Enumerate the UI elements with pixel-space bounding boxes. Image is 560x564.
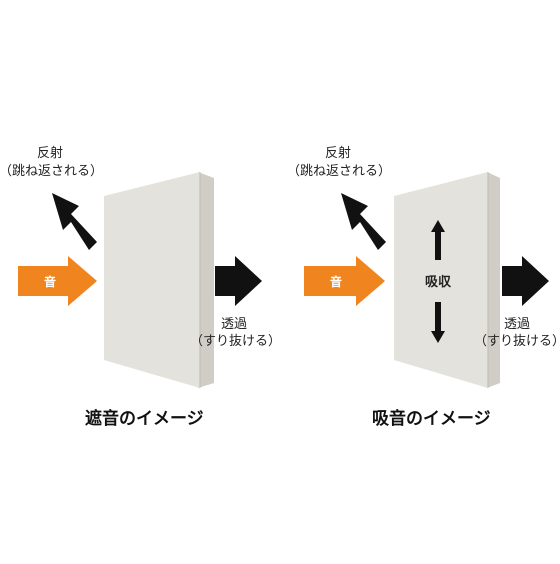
reflect-label-line2: （跳ね返される） bbox=[0, 164, 104, 179]
incident-arrow-left bbox=[18, 256, 97, 306]
panel-front bbox=[104, 172, 200, 388]
incident-arrow-right bbox=[304, 256, 385, 306]
absorb-label: 吸収 bbox=[425, 275, 452, 290]
reflect-label-line2: （跳ね返される） bbox=[287, 164, 392, 179]
transmit-label-line2: （すり抜ける） bbox=[474, 334, 560, 349]
reflect-arrow-left bbox=[52, 193, 97, 250]
reflect-arrow-right bbox=[341, 193, 386, 250]
reflect-label-line1: 反射 bbox=[325, 146, 352, 161]
sound-absorption-panel bbox=[394, 172, 500, 388]
panel-front bbox=[394, 172, 488, 388]
transmit-arrow-right bbox=[502, 256, 549, 306]
sound-absorption-caption: 吸音のイメージ bbox=[372, 409, 491, 429]
reflect-label-line1: 反射 bbox=[37, 146, 64, 161]
transmit-arrow-left bbox=[215, 256, 262, 306]
sound-insulation-caption: 遮音のイメージ bbox=[85, 409, 204, 429]
sound-insulation-panel bbox=[104, 172, 214, 388]
transmit-label-line1: 透過 bbox=[504, 317, 531, 332]
transmit-label-line1: 透過 bbox=[221, 317, 248, 332]
panel-side bbox=[198, 172, 214, 388]
incident-label: 音 bbox=[44, 275, 57, 289]
incident-label: 音 bbox=[330, 275, 343, 289]
absorb-arrow-up bbox=[431, 220, 445, 260]
panel-side bbox=[487, 172, 500, 388]
transmit-label-line2: （すり抜ける） bbox=[190, 334, 282, 349]
absorb-arrow-down bbox=[431, 302, 445, 343]
